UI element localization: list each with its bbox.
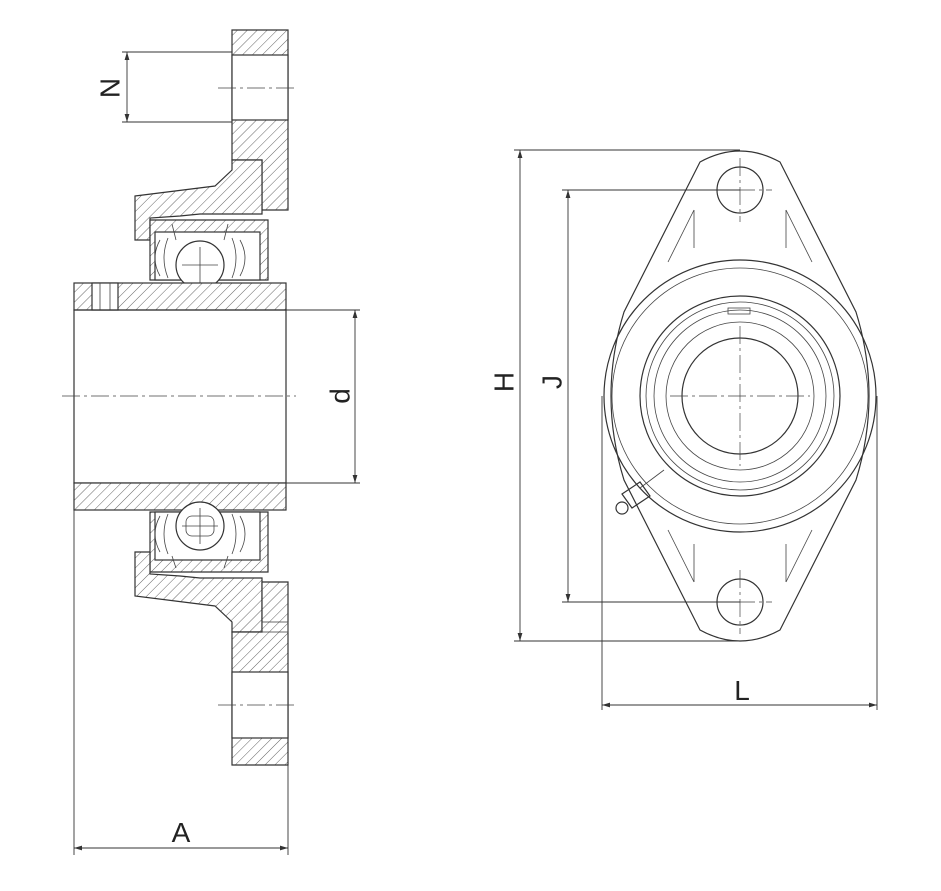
flange-outline (610, 150, 870, 642)
grease-nipple (615, 469, 665, 515)
seal-bottom-right (223, 513, 246, 569)
label-n: N (94, 78, 125, 98)
dimension-n: N (94, 51, 232, 123)
set-screw (91, 282, 119, 311)
label-d: d (324, 388, 355, 404)
dimension-l: L (601, 396, 878, 710)
housing-top (134, 159, 263, 241)
section-view (62, 29, 298, 766)
inner-ring-bottom (73, 482, 287, 511)
label-h: H (488, 372, 519, 392)
seal-top-left (154, 223, 177, 279)
front-view (603, 150, 877, 642)
label-a: A (172, 817, 191, 848)
bore (73, 309, 287, 484)
seal-top-right (223, 223, 246, 279)
dimension-h: H (488, 149, 740, 642)
dimension-a: A (73, 510, 289, 855)
bolt-hole-top (231, 54, 289, 121)
outer-ring-circle (639, 295, 841, 497)
seal-bottom-left (154, 513, 177, 569)
dimension-j: J (536, 189, 740, 603)
dimension-d: d (286, 309, 360, 484)
label-l: L (734, 675, 750, 706)
label-j: J (536, 375, 567, 389)
housing-circle (603, 259, 877, 533)
